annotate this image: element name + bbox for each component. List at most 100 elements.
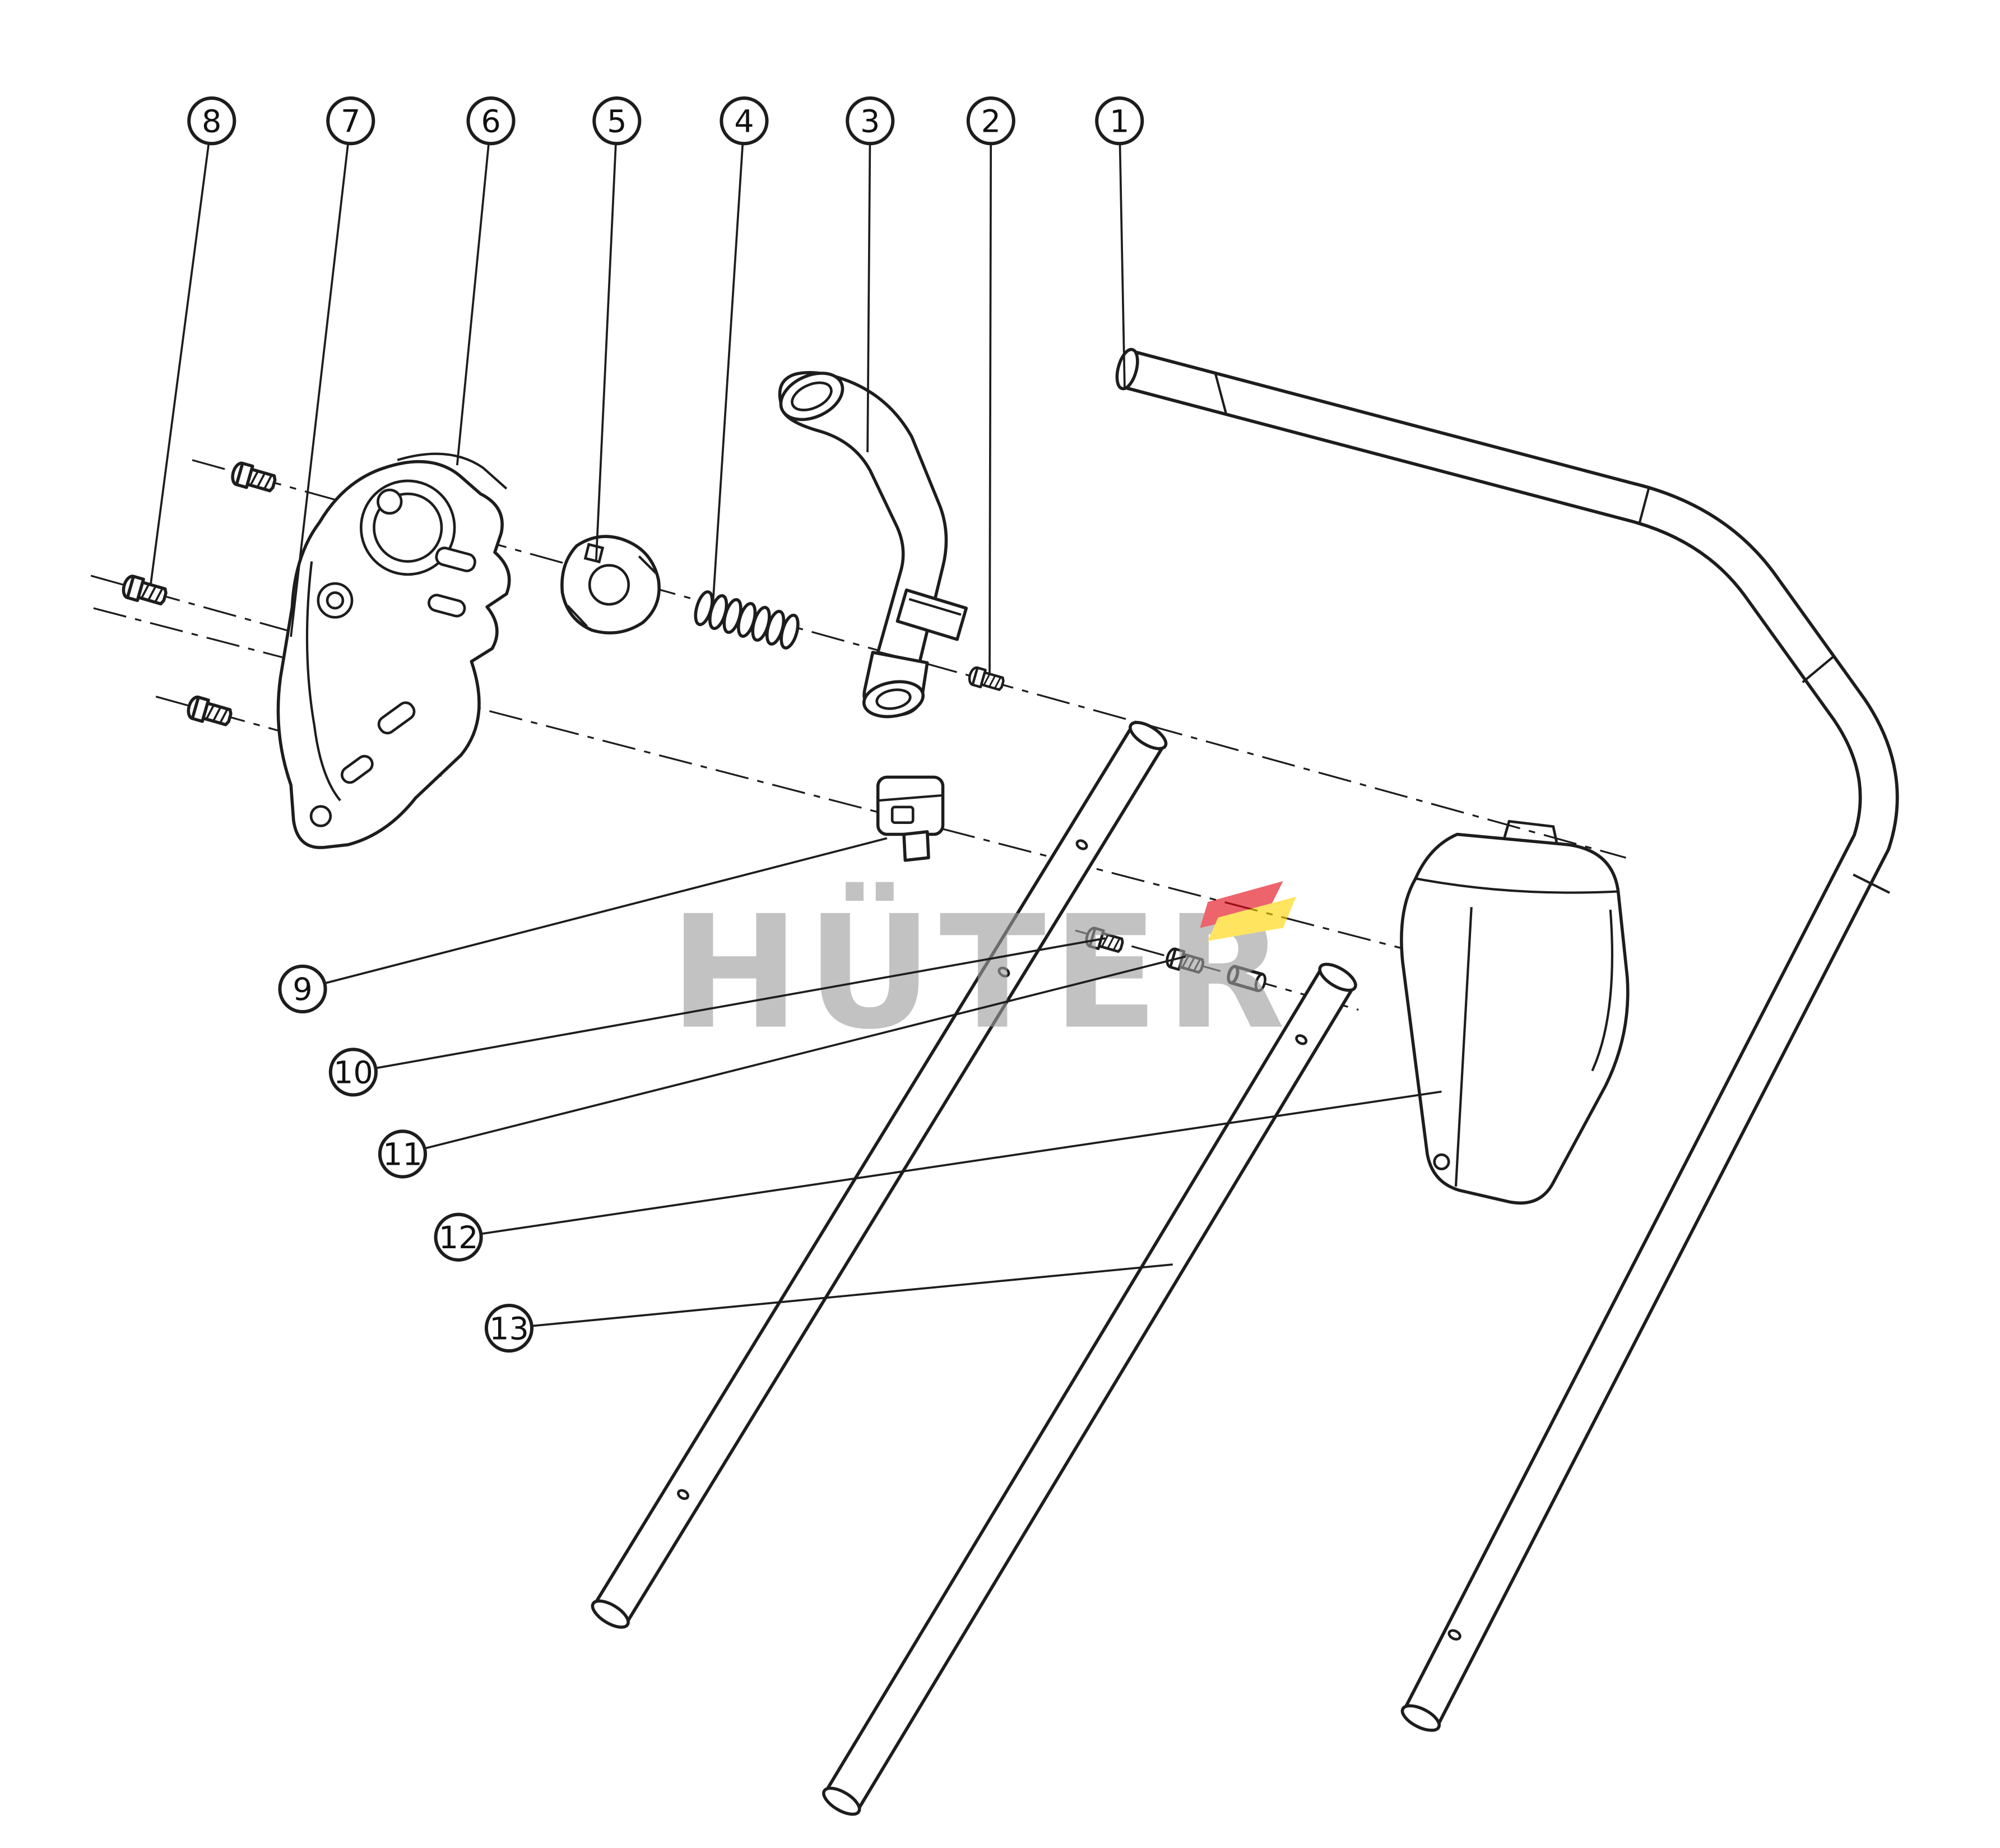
- handle-bar-fill: [1122, 353, 1896, 1726]
- housing-slot-1: [435, 546, 476, 572]
- callout-circle-5: [592, 96, 642, 146]
- leader-line-10: [353, 937, 1106, 1073]
- part-spring: [694, 590, 800, 650]
- callout-number-1: 1: [1110, 103, 1129, 140]
- housing-inner-contour: [305, 561, 341, 802]
- tube-right-bottom-cap: [822, 1786, 861, 1816]
- housing-back-shell-edge: [397, 452, 508, 490]
- clip-edge-line: [878, 794, 943, 802]
- tube-left-top-cap: [1129, 721, 1168, 751]
- part-cable-clamp: [560, 535, 661, 634]
- callout-number-7: 7: [341, 103, 360, 140]
- watermark-logo-red-stripe: [1200, 881, 1283, 928]
- housing-slot-2: [428, 594, 466, 618]
- part-screws-8: [122, 461, 277, 726]
- handle-bend-mark-1: [1214, 374, 1227, 414]
- callout-number-12: 12: [439, 1220, 479, 1256]
- tube-left-hole-1: [1075, 839, 1088, 850]
- callout-number-13: 13: [489, 1310, 529, 1347]
- handle-bend-mark-3: [1802, 655, 1835, 683]
- handle-bend-mark-2: [1637, 485, 1651, 526]
- leader-line-12: [458, 1090, 1442, 1239]
- leader-line-13: [509, 1263, 1173, 1330]
- handle-bar-hole: [1447, 1629, 1461, 1641]
- lever-body: [778, 370, 948, 665]
- tube-right-top-cap: [1318, 962, 1357, 992]
- housing-slot-3: [377, 701, 416, 735]
- callout-circle-9: [278, 964, 327, 1014]
- part-screw-2: [968, 666, 1005, 691]
- pin-spacer: [1227, 965, 1266, 993]
- lever-top-mouth-inner: [791, 381, 833, 411]
- callout-circle-4: [720, 96, 769, 146]
- leader-line-4: [712, 121, 745, 603]
- housing-boss-3: [309, 805, 332, 827]
- leader-line-11: [402, 955, 1186, 1155]
- housing-boss-2: [377, 488, 403, 515]
- callout-number-11: 11: [383, 1137, 423, 1173]
- callout-number-3: 3: [860, 103, 880, 140]
- tube-left-bottom-cap: [591, 1599, 630, 1629]
- callout-circle-3: [846, 96, 895, 146]
- callout-number-9: 9: [293, 971, 312, 1008]
- part-cable-guide-clip: [876, 775, 945, 862]
- leader-line-9: [302, 837, 888, 990]
- watermark-logo-yellow-stripe: [1208, 896, 1296, 941]
- handle-bar-bottom-cap: [1400, 1704, 1441, 1732]
- tube-left-hole-3: [677, 1489, 689, 1500]
- callout-number-10: 10: [333, 1055, 373, 1091]
- callout-circle-11: [378, 1129, 428, 1179]
- callout-number-8: 8: [202, 103, 221, 140]
- housing-boss-1-hole: [326, 591, 345, 610]
- handle-bar-left-cap: [1115, 348, 1139, 391]
- lever-tab: [895, 588, 968, 641]
- callout-circle-1: [1095, 96, 1144, 146]
- lever-boss-bore: [875, 688, 912, 710]
- leader-line-8: [149, 121, 213, 585]
- housing-slot-4: [340, 754, 374, 784]
- callout-number-5: 5: [607, 103, 627, 140]
- part-switch-box: [1400, 819, 1630, 1205]
- leader-line-1: [1118, 121, 1126, 390]
- switch-box-fold-line: [1454, 907, 1473, 1187]
- switch-box-outline: [1400, 832, 1630, 1205]
- tube-left-hole-2: [997, 966, 1010, 978]
- clamp-detail-lines: [567, 555, 657, 627]
- leader-line-3: [866, 121, 871, 452]
- part-lever-housing: [276, 452, 511, 849]
- part-lower-handle-tube-right: [822, 962, 1357, 1816]
- watermark-text: HÜTER: [670, 881, 1292, 1064]
- part-upper-handle-bar: [1115, 348, 1899, 1732]
- screw-8a: [231, 461, 277, 493]
- screw-8c: [187, 695, 233, 726]
- callout-number-2: 2: [981, 103, 1001, 140]
- watermark: HÜTER: [670, 881, 1296, 1064]
- callout-circle-6: [466, 96, 516, 146]
- switch-box-top-edge: [1415, 877, 1617, 894]
- screw-8b: [122, 575, 168, 606]
- switch-box-tab: [1502, 819, 1558, 845]
- callout-circle-7: [326, 96, 375, 146]
- clamp-notch: [583, 543, 605, 564]
- callout-circle-12: [434, 1212, 483, 1262]
- clamp-bore: [588, 564, 630, 606]
- switch-box-inner-edge: [1591, 909, 1614, 1072]
- callout-circle-13: [484, 1303, 534, 1353]
- leader-line-7: [290, 121, 352, 637]
- leader-line-5: [595, 121, 618, 562]
- leader-line-6: [456, 121, 492, 466]
- callout-number-4: 4: [734, 103, 754, 140]
- clip-tab: [902, 830, 930, 862]
- switch-box-hole: [1433, 1153, 1450, 1170]
- tube-right-hole: [1295, 1034, 1308, 1045]
- callout-circle-2: [966, 96, 1015, 146]
- leader-line-2: [989, 121, 992, 674]
- callout-number-6: 6: [481, 103, 500, 140]
- lever-tab-fold: [908, 598, 962, 616]
- clip-window: [890, 805, 915, 824]
- callout-circle-8: [187, 96, 236, 146]
- callout-circle-10: [328, 1048, 378, 1097]
